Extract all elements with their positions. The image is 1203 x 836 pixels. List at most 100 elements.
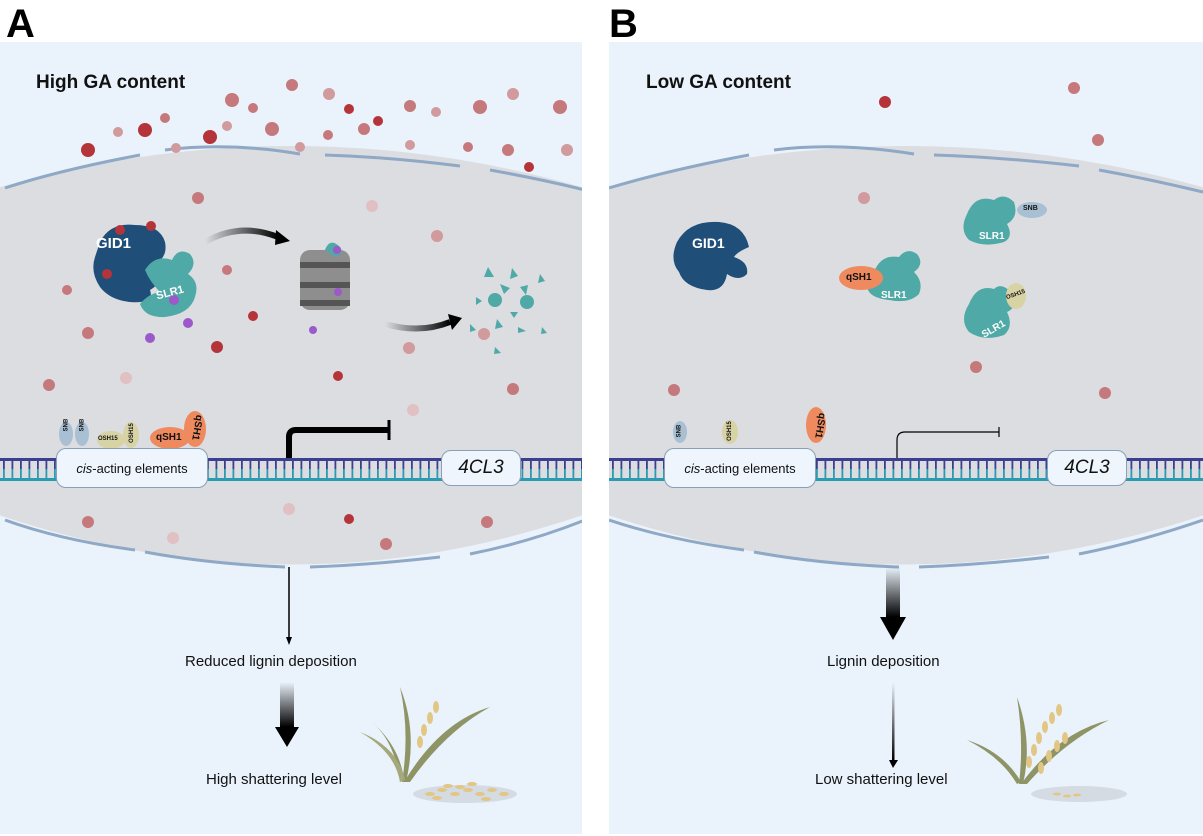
panel-a-illustration [0, 79, 582, 803]
dna-rung [317, 460, 320, 469]
dna-rung [428, 469, 430, 478]
dna-rung [646, 460, 648, 469]
dna-rung [943, 460, 946, 469]
dna-rung [283, 460, 286, 469]
dna-rung [850, 469, 852, 478]
outcome-low-shattering: Low shattering level [815, 771, 948, 788]
dna-rung [620, 460, 623, 469]
dna-rung [612, 460, 614, 469]
cis-suffix: -acting elements [700, 460, 796, 476]
dna-rung [841, 469, 844, 478]
dna-rung [521, 460, 524, 469]
cis-prefix: cis [684, 460, 701, 476]
dna-rung [654, 469, 657, 478]
cell [0, 146, 582, 565]
dna-rung [1037, 469, 1039, 478]
dna-rung [654, 460, 657, 469]
dna-rung [952, 460, 954, 469]
dna-rung [901, 469, 903, 478]
dna-rung [884, 469, 886, 478]
dna-rung [275, 460, 277, 469]
dna-rung [637, 469, 640, 478]
dna-rung [419, 469, 422, 478]
outcome-high-shattering: High shattering level [206, 771, 342, 788]
gid1-label: GID1 [692, 235, 725, 251]
dna-rung [620, 469, 623, 478]
dna-rung [547, 460, 549, 469]
rice-plant-icon [360, 687, 517, 803]
dna-rung [20, 469, 22, 478]
promoter-factors [59, 411, 206, 449]
dna-rung [850, 460, 852, 469]
dna-rung [884, 460, 886, 469]
panel-a: High GA content GID1 SLR1 SNB SNB OSH15 … [0, 42, 582, 834]
dna-rung [241, 469, 243, 478]
dna-rung [1020, 460, 1022, 469]
dna-rung [394, 469, 396, 478]
dna-rung [969, 469, 971, 478]
dna-rung [1181, 469, 1184, 478]
cis-acting-elements-box: cis-acting elements [56, 448, 208, 488]
dna-rung [986, 469, 988, 478]
dna-rung [555, 469, 558, 478]
dna-rung [283, 469, 286, 478]
dna-rung [935, 460, 937, 469]
promoter-factors [673, 407, 826, 444]
dna-rung [326, 460, 328, 469]
dna-rung [436, 469, 439, 478]
dna-rung [45, 469, 48, 478]
dna-rung [629, 469, 631, 478]
dna-rung [637, 460, 640, 469]
factor-snb: SNB [676, 424, 683, 438]
slr1-fragments [470, 267, 547, 354]
heading-low-ga: Low GA content [646, 72, 791, 93]
gid1-slr1-complex [93, 221, 197, 343]
dna-rung [977, 460, 980, 469]
degradation-arrow-2 [384, 319, 452, 332]
dna-rung [436, 460, 439, 469]
dna-rung [646, 469, 648, 478]
dna-rung [45, 460, 48, 469]
dna-rung [394, 460, 396, 469]
dna-rung [1198, 469, 1201, 478]
dna-rung [368, 460, 371, 469]
dna-rung [612, 469, 614, 478]
dna-rung [1164, 469, 1167, 478]
gid1-label: GID1 [96, 235, 132, 252]
promoter-arrow [286, 427, 389, 458]
dna-rung [360, 460, 362, 469]
dna-rung [241, 460, 243, 469]
dna-rung [411, 469, 413, 478]
dna-rung [663, 460, 665, 469]
dna-rung [3, 469, 5, 478]
dna-rung [943, 469, 946, 478]
dna-rung [249, 469, 252, 478]
dna-rung [1045, 460, 1048, 469]
dna-rung [1037, 460, 1039, 469]
dna-rung [892, 460, 895, 469]
dna-rung [564, 469, 566, 478]
dna-rung [858, 460, 861, 469]
dna-rung [360, 469, 362, 478]
dna-rung [1139, 460, 1141, 469]
slr1-protein-1 [867, 251, 921, 302]
snb-label: SNB [1023, 205, 1038, 212]
dna-rung [343, 469, 345, 478]
dna-rung [11, 469, 14, 478]
slr1-protein-3 [964, 286, 1015, 338]
dna-rung [867, 460, 869, 469]
slr1-label-1: SLR1 [881, 290, 907, 301]
promoter-arrow [896, 431, 999, 458]
dna-rung [581, 460, 582, 469]
dna-rung [343, 460, 345, 469]
gid1-protein [673, 221, 749, 291]
dna-rung [377, 469, 379, 478]
dna-rung [629, 460, 631, 469]
dna-rung [935, 469, 937, 478]
dna-rung [816, 469, 818, 478]
dna-rung [377, 460, 379, 469]
slr1-protein-2 [963, 196, 1016, 245]
dna-rung [1181, 460, 1184, 469]
dna-rung [266, 460, 269, 469]
dna-rung [960, 469, 963, 478]
